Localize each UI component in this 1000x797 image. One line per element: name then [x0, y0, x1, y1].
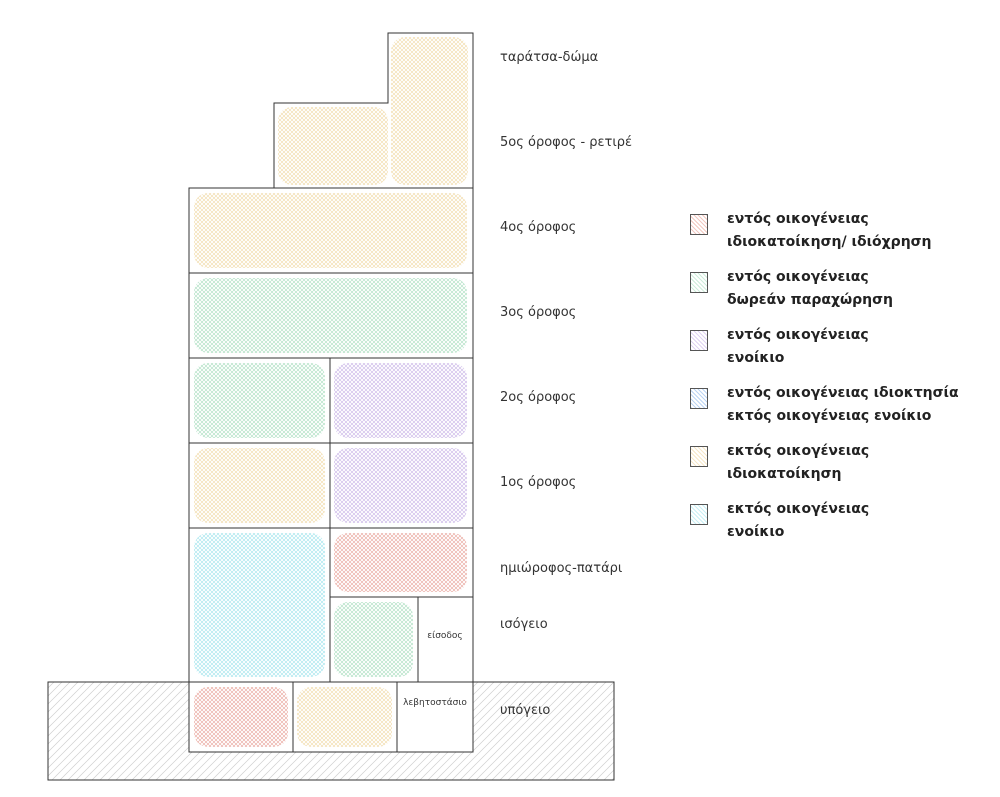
legend-swatch-pink: [690, 214, 708, 235]
floor-label-ground: ισόγειο: [500, 617, 548, 632]
legend-line: ιδιοκατοίκηση: [727, 466, 842, 482]
legend-item: εντός οικογένειας ιδιοκατοίκηση/ ιδιόχρη…: [690, 208, 990, 266]
unit-basement-left: [194, 687, 288, 747]
legend-line: εντός οικογένειας: [727, 269, 869, 285]
unit-ground-middle: [334, 602, 413, 677]
floor-label-second: 2ος όροφος: [500, 390, 576, 405]
legend-text: εντός οικογένειας δωρεάν παραχώρηση: [727, 266, 893, 312]
floor-dividers: [189, 187, 473, 752]
legend-line: εκτός οικογένειας: [727, 443, 870, 459]
floor-label-fifth: 5ος όροφος - ρετιρέ: [500, 135, 632, 150]
unit-basement-middle: [297, 687, 392, 747]
unit-ground-left: [194, 533, 325, 677]
legend-line: εντός οικογένειας ιδιοκτησία: [727, 385, 959, 401]
legend-line: ενοίκιο: [727, 524, 785, 540]
legend-text: εντός οικογένειας ενοίκιο: [727, 324, 869, 370]
legend-line: εντός οικογένειας: [727, 327, 869, 343]
unit-fifth-floor: [278, 107, 388, 185]
legend-line: εντός οικογένειας: [727, 211, 869, 227]
legend-swatch-beige: [690, 446, 708, 467]
legend-line: ιδιοκατοίκηση/ ιδιόχρηση: [727, 234, 932, 250]
unit-third-floor: [194, 278, 467, 353]
legend-item: εντός οικογένειας ενοίκιο: [690, 324, 990, 382]
unit-rooftop: [391, 37, 468, 185]
legend-line: δωρεάν παραχώρηση: [727, 292, 894, 308]
legend-swatch-mint: [690, 272, 708, 293]
legend: εντός οικογένειας ιδιοκατοίκηση/ ιδιόχρη…: [690, 208, 990, 556]
legend-line: ενοίκιο: [727, 350, 785, 366]
legend-text: εκτός οικογένειας ιδιοκατοίκηση: [727, 440, 869, 486]
unit-first-floor-left: [194, 448, 325, 523]
legend-swatch-cyan: [690, 504, 708, 525]
legend-item: εντός οικογένειας ιδιοκτησία εκτός οικογ…: [690, 382, 990, 440]
floor-label-fourth: 4ος όροφος: [500, 220, 576, 235]
unit-second-floor-left: [194, 363, 325, 438]
unit-second-floor-right: [334, 363, 467, 438]
legend-line: εκτός οικογένειας: [727, 501, 870, 517]
legend-swatch-blue: [690, 388, 708, 409]
legend-item: εντός οικογένειας δωρεάν παραχώρηση: [690, 266, 990, 324]
boiler-room-label: λεβητοστάσιο: [403, 698, 467, 708]
legend-text: εκτός οικογένειας ενοίκιο: [727, 498, 869, 544]
floor-label-rooftop: ταράτσα-δώμα: [500, 50, 598, 65]
legend-text: εντός οικογένειας ιδιοκτησία εκτός οικογ…: [727, 382, 959, 428]
unit-fourth-floor: [194, 193, 467, 268]
entrance-label: είσοδος: [427, 631, 462, 641]
floor-label-mezzanine: ημιώροφος-πατάρι: [500, 561, 622, 576]
floor-label-third: 3ος όροφος: [500, 305, 576, 320]
legend-text: εντός οικογένειας ιδιοκατοίκηση/ ιδιόχρη…: [727, 208, 932, 254]
legend-swatch-lavender: [690, 330, 708, 351]
legend-line: εκτός οικογένειας ενοίκιο: [727, 408, 932, 424]
floor-label-basement: υπόγειο: [500, 703, 550, 718]
legend-item: εκτός οικογένειας ενοίκιο: [690, 498, 990, 556]
unit-mezzanine-right: [334, 533, 467, 592]
legend-item: εκτός οικογένειας ιδιοκατοίκηση: [690, 440, 990, 498]
floor-label-first: 1ος όροφος: [500, 475, 576, 490]
unit-first-floor-right: [334, 448, 467, 523]
